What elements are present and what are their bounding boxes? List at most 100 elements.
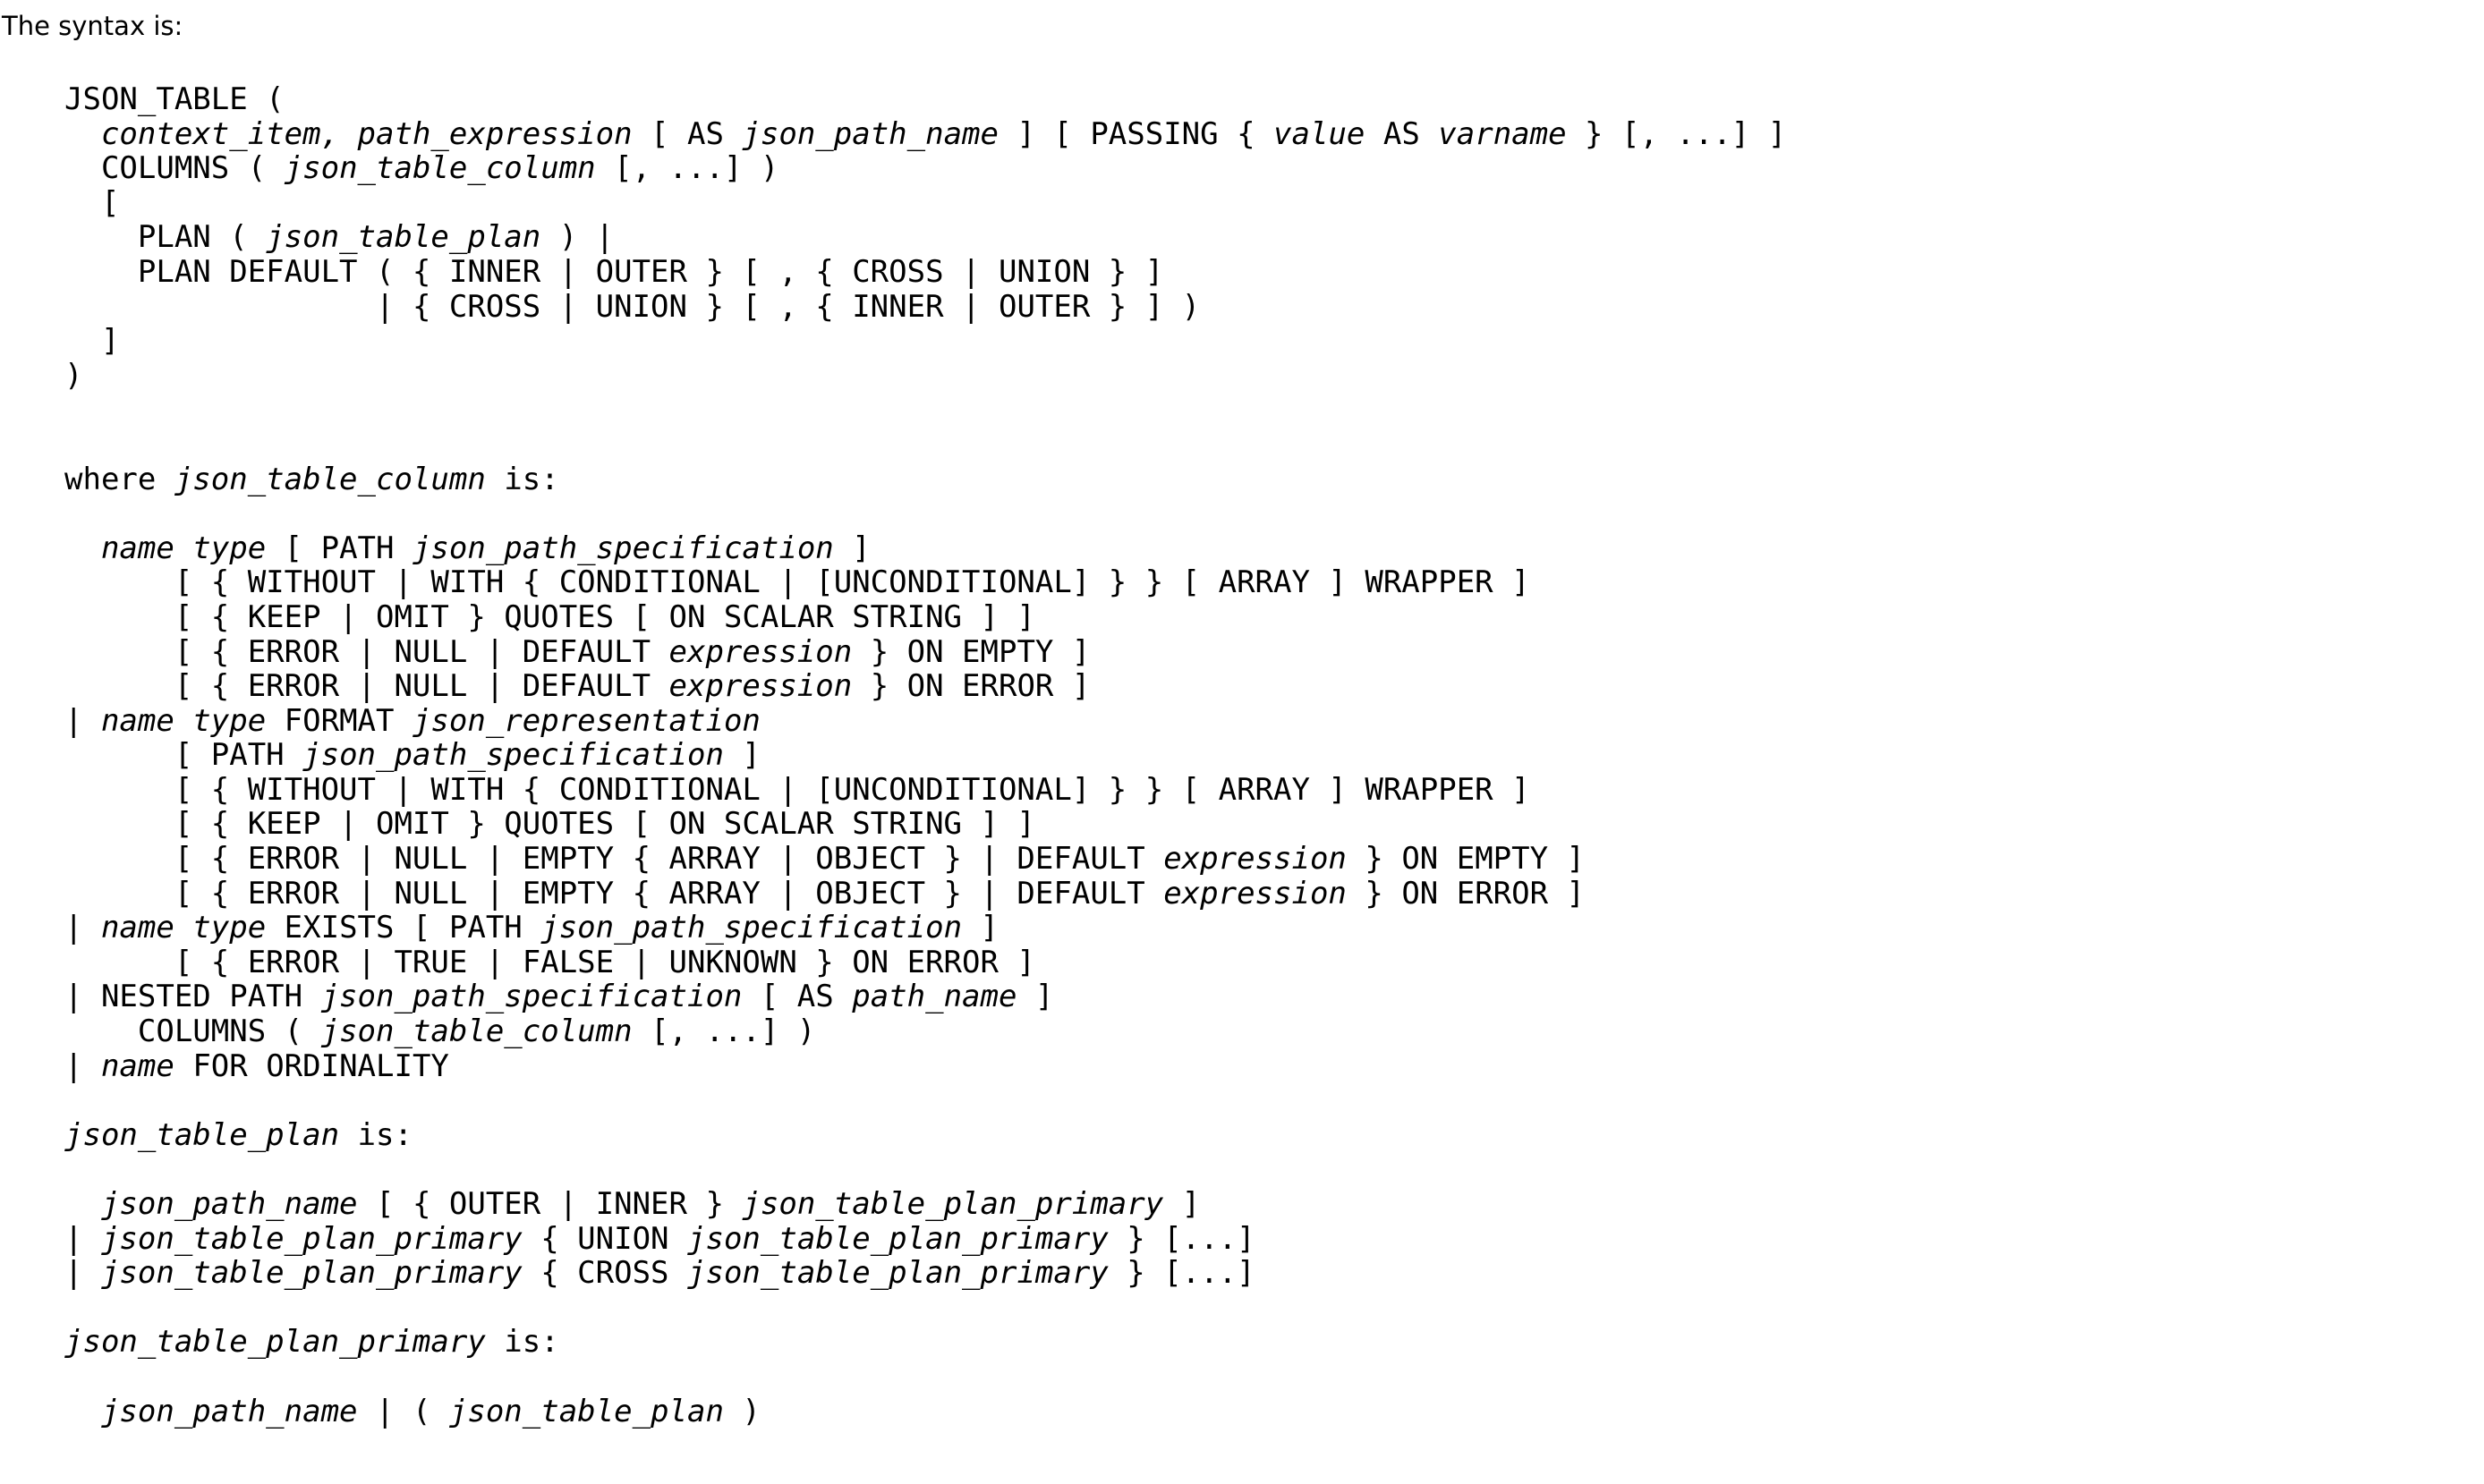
code-keyword: | <box>64 702 101 739</box>
code-line: | json_table_plan_primary { UNION json_t… <box>64 1220 1786 1257</box>
code-keyword: | <box>64 1047 101 1084</box>
code-line <box>64 1360 1786 1395</box>
code-keyword: [ PATH <box>174 737 303 774</box>
code-line: [ { KEEP | OMIT } QUOTES [ ON SCALAR STR… <box>64 600 1786 635</box>
code-line: | json_table_plan_primary { CROSS json_t… <box>64 1256 1786 1291</box>
code-keyword: ] [ PASSING { <box>998 115 1274 152</box>
code-placeholder: name <box>100 1047 174 1084</box>
code-line <box>64 1291 1786 1326</box>
code-keyword: } ON EMPTY ] <box>852 633 1091 670</box>
code-line: [ { WITHOUT | WITH { CONDITIONAL | [UNCO… <box>64 773 1786 808</box>
code-placeholder: json_table_column <box>320 1013 633 1050</box>
code-keyword: is: <box>339 1116 413 1153</box>
code-placeholder: json_path_specification <box>302 737 724 774</box>
code-line: [ { ERROR | NULL | DEFAULT expression } … <box>64 633 1786 670</box>
code-keyword: COLUMNS ( <box>100 150 285 187</box>
code-keyword: [ { KEEP | OMIT } QUOTES [ ON SCALAR STR… <box>174 806 1035 843</box>
code-keyword: [ <box>100 184 120 221</box>
code-line: [ { ERROR | NULL | EMPTY { ARRAY | OBJEC… <box>64 875 1786 912</box>
code-line: PLAN DEFAULT ( { INNER | OUTER } [ , { C… <box>64 255 1786 290</box>
code-line: context_item, path_expression [ AS json_… <box>64 115 1787 152</box>
code-keyword: } ON ERROR ] <box>852 668 1091 705</box>
code-line: | name FOR ORDINALITY <box>64 1047 1786 1084</box>
code-keyword: [ AS <box>742 979 853 1015</box>
code-keyword: ] <box>723 737 761 774</box>
code-line: | name type FORMAT json_representation <box>64 702 1786 739</box>
code-placeholder: json_path_specification <box>540 910 963 946</box>
code-placeholder: json_table_column <box>174 461 486 497</box>
code-keyword: [, ...] ) <box>632 1013 816 1050</box>
code-placeholder: expression <box>1163 875 1347 912</box>
code-keyword: ] <box>833 530 871 566</box>
code-placeholder: name type <box>100 702 267 739</box>
code-line: [ { WITHOUT | WITH { CONDITIONAL | [UNCO… <box>64 565 1786 600</box>
code-line: json_table_plan_primary is: <box>64 1325 1786 1360</box>
code-keyword: [ { ERROR | NULL | EMPTY { ARRAY | OBJEC… <box>174 875 1164 912</box>
code-placeholder: context_item, path_expression <box>100 115 633 152</box>
code-line: name type [ PATH json_path_specification… <box>64 530 1786 566</box>
code-placeholder: json_table_plan <box>448 1393 724 1429</box>
code-placeholder: json_path_name <box>742 115 999 152</box>
syntax-code-block: JSON_TABLE ( context_item, path_expressi… <box>64 82 1786 1429</box>
code-line <box>64 428 1786 462</box>
code-keyword: ) <box>723 1393 761 1429</box>
code-keyword: [ { WITHOUT | WITH { CONDITIONAL | [UNCO… <box>174 564 1530 601</box>
code-line: | { CROSS | UNION } [ , { INNER | OUTER … <box>64 288 1786 325</box>
code-placeholder: json_table_plan <box>64 1116 340 1153</box>
code-keyword: ] <box>1163 1186 1201 1222</box>
code-keyword: } ON EMPTY ] <box>1346 841 1586 878</box>
code-line: JSON_TABLE ( <box>64 82 1786 117</box>
code-keyword: | NESTED PATH <box>64 979 321 1015</box>
code-placeholder: name type <box>100 910 267 946</box>
code-line <box>64 393 1786 428</box>
code-keyword: } ON ERROR ] <box>1346 875 1586 912</box>
code-line: ] <box>64 324 1786 359</box>
code-keyword: is: <box>485 1324 559 1361</box>
code-keyword: } [...] <box>1108 1255 1255 1292</box>
code-line: where json_table_column is: <box>64 462 1786 497</box>
code-line: [ { ERROR | TRUE | FALSE | UNKNOWN } ON … <box>64 946 1786 980</box>
code-keyword: | <box>64 1255 101 1292</box>
code-placeholder: json_path_name <box>100 1186 358 1222</box>
code-keyword: COLUMNS ( <box>137 1013 321 1050</box>
code-line: [ { KEEP | OMIT } QUOTES [ ON SCALAR STR… <box>64 807 1786 842</box>
code-placeholder: json_representation <box>412 702 761 739</box>
code-placeholder: json_table_plan <box>266 219 541 256</box>
code-keyword: | { CROSS | UNION } [ , { INNER | OUTER … <box>376 288 1201 325</box>
code-line: json_path_name | ( json_table_plan ) <box>64 1393 1786 1429</box>
code-keyword: [ AS <box>632 115 743 152</box>
code-placeholder: json_path_name <box>100 1393 358 1429</box>
code-line: COLUMNS ( json_table_column [, ...] ) <box>64 1014 1786 1049</box>
code-keyword: ] <box>100 323 120 360</box>
code-keyword: [ PATH <box>266 530 413 566</box>
code-keyword: } [...] <box>1108 1220 1255 1257</box>
code-placeholder: json_table_plan_primary <box>687 1220 1109 1257</box>
code-keyword: ) <box>64 357 83 394</box>
intro-paragraph: The syntax is: <box>2 11 183 41</box>
code-placeholder: expression <box>668 633 853 670</box>
code-line: | name type EXISTS [ PATH json_path_spec… <box>64 911 1786 946</box>
code-placeholder: value <box>1273 115 1365 152</box>
code-placeholder: json_table_plan_primary <box>64 1324 486 1361</box>
code-keyword: FORMAT <box>266 702 413 739</box>
code-line: | NESTED PATH json_path_specification [ … <box>64 979 1786 1014</box>
code-line <box>64 1083 1786 1118</box>
code-keyword: PLAN DEFAULT ( { INNER | OUTER } [ , { C… <box>137 253 1164 290</box>
code-keyword: is: <box>485 461 559 497</box>
code-keyword: AS <box>1365 115 1439 152</box>
code-keyword: [ { KEEP | OMIT } QUOTES [ ON SCALAR STR… <box>174 598 1035 635</box>
code-line: [ { ERROR | NULL | DEFAULT expression } … <box>64 669 1786 704</box>
code-keyword: [ { OUTER | INNER } <box>357 1186 743 1222</box>
code-keyword: [ { ERROR | NULL | EMPTY { ARRAY | OBJEC… <box>174 841 1164 878</box>
code-keyword: } [, ...] ] <box>1566 115 1787 152</box>
code-line: PLAN ( json_table_plan ) | <box>64 220 1786 255</box>
code-line: COLUMNS ( json_table_column [, ...] ) <box>64 151 1786 186</box>
code-keyword: ] <box>962 910 999 946</box>
code-keyword: [ { ERROR | NULL | DEFAULT <box>174 633 669 670</box>
code-keyword: { UNION <box>522 1220 687 1257</box>
code-placeholder: json_table_plan_primary <box>687 1255 1109 1292</box>
code-line: [ <box>64 184 1786 221</box>
code-line: json_path_name [ { OUTER | INNER } json_… <box>64 1187 1786 1222</box>
code-keyword: [ { ERROR | TRUE | FALSE | UNKNOWN } ON … <box>174 944 1035 980</box>
